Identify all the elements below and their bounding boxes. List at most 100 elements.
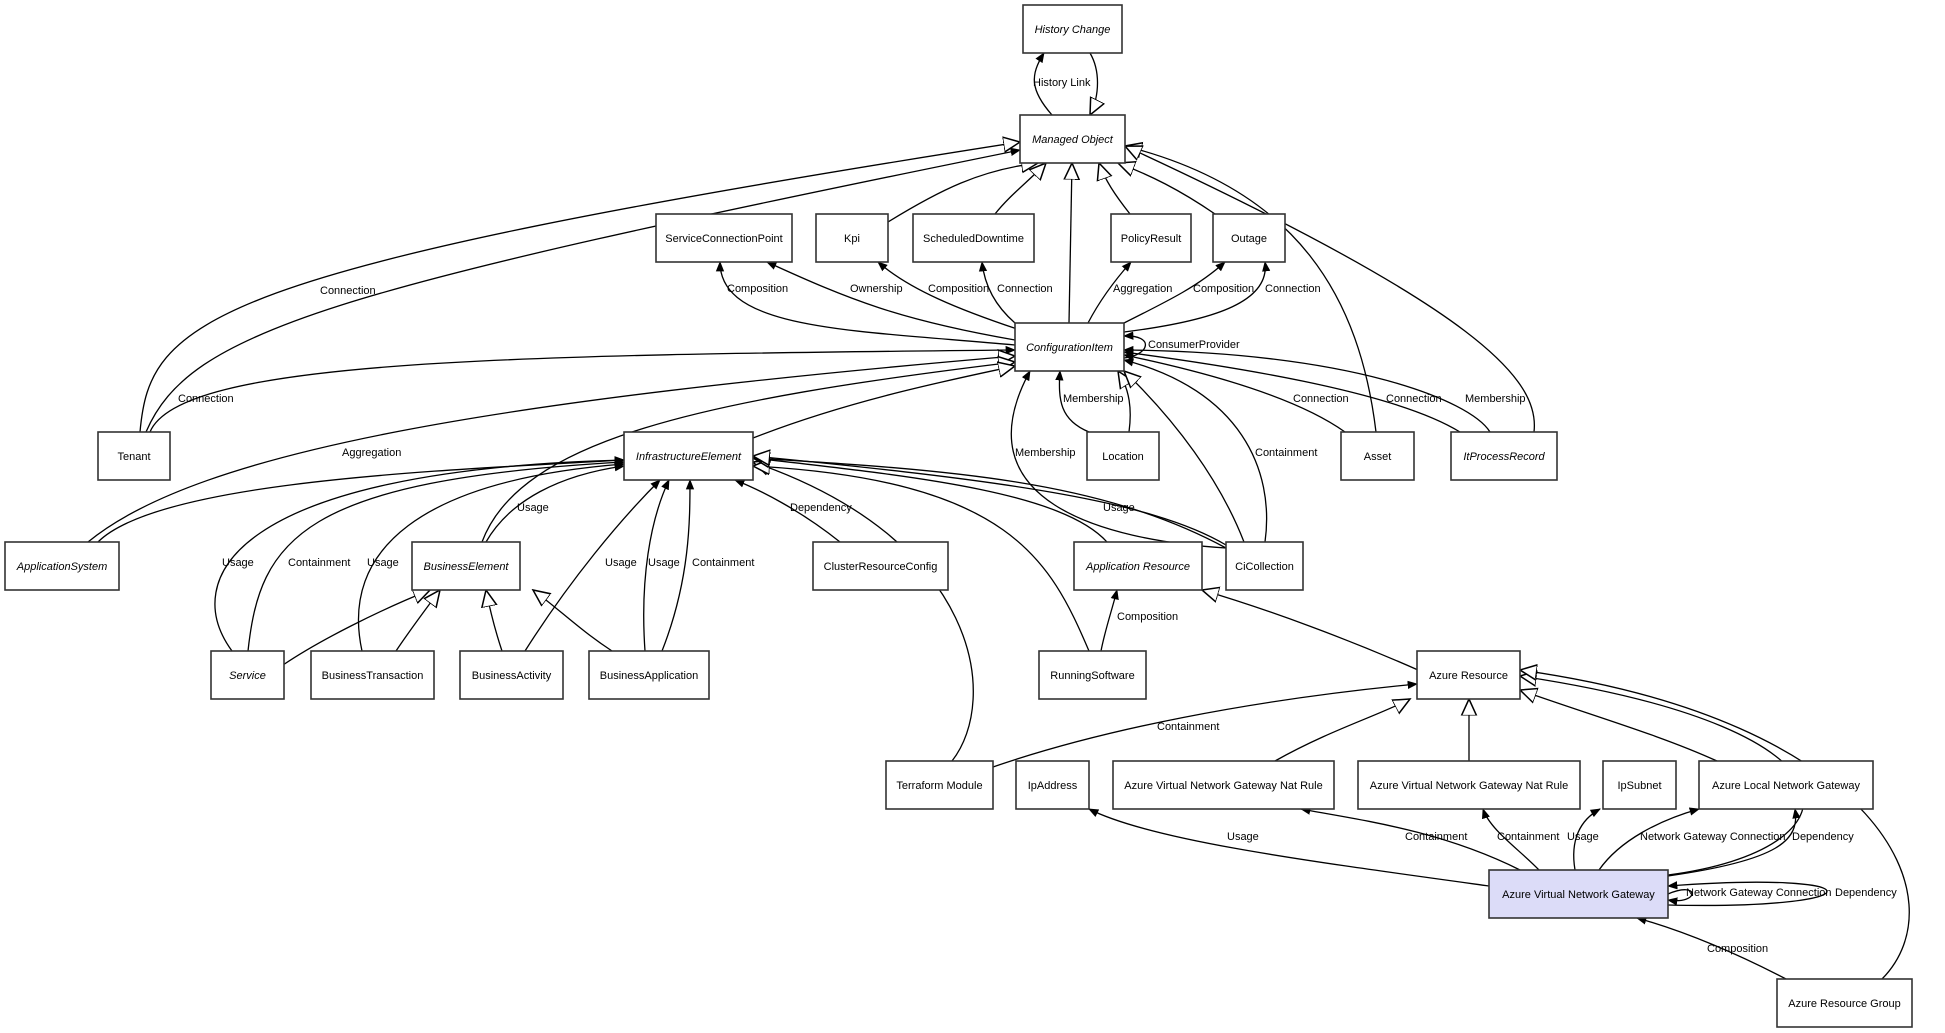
class-box xyxy=(411,541,521,591)
class-node-avng[interactable]: Azure Virtual Network Gateway xyxy=(1488,869,1669,919)
edge-line xyxy=(1099,163,1131,215)
class-node-itpr[interactable]: ItProcessRecord xyxy=(1450,431,1558,481)
edge-line xyxy=(992,680,1419,768)
association-edge xyxy=(992,680,1419,768)
class-node-natrule1[interactable]: Azure Virtual Network Gateway Nat Rule xyxy=(1112,760,1335,810)
association-edge xyxy=(1123,260,1271,333)
class-node-bizapp[interactable]: BusinessApplication xyxy=(588,650,710,700)
edge-line xyxy=(1520,670,1910,980)
inheritance-edge xyxy=(753,462,974,762)
inheritance-edge xyxy=(1274,699,1410,762)
class-node-history-change[interactable]: History Change xyxy=(1022,4,1123,54)
class-box xyxy=(4,541,120,591)
class-node-bizact[interactable]: BusinessActivity xyxy=(459,650,564,700)
class-name: ScheduledDowntime xyxy=(923,233,1024,245)
edge-line xyxy=(1573,808,1601,871)
edge-line xyxy=(1118,371,1130,433)
association-edge xyxy=(524,479,661,652)
class-node-ci[interactable]: ConfigurationItem xyxy=(1014,322,1125,372)
edge-label: Composition xyxy=(727,283,788,295)
inheritance-edge xyxy=(395,590,440,652)
class-box xyxy=(655,213,793,263)
class-node-scp[interactable]: ServiceConnectionPoint xyxy=(655,213,793,263)
class-name: Azure Local Network Gateway xyxy=(1712,780,1860,792)
class-node-natrule2[interactable]: Azure Virtual Network Gateway Nat Rule xyxy=(1357,760,1581,810)
class-node-bizel[interactable]: BusinessElement xyxy=(411,541,521,591)
edge-line xyxy=(715,260,1016,346)
class-node-tenant[interactable]: Tenant xyxy=(97,431,171,481)
class-name: BusinessTransaction xyxy=(322,670,424,682)
edge-line xyxy=(87,356,1015,543)
edge-label: Composition xyxy=(1117,611,1178,623)
edge-line xyxy=(149,345,1017,433)
class-box xyxy=(1776,978,1913,1028)
association-edge xyxy=(97,456,626,543)
edge-label: Connection xyxy=(1386,393,1442,405)
class-node-ipaddr[interactable]: IpAddress xyxy=(1015,760,1090,810)
edge-line xyxy=(1100,588,1119,652)
edge-line xyxy=(486,590,503,652)
class-node-service[interactable]: Service xyxy=(210,650,285,700)
class-node-crc[interactable]: ClusterResourceConfig xyxy=(812,541,949,591)
edge-line xyxy=(1482,808,1540,871)
class-node-appsys[interactable]: ApplicationSystem xyxy=(4,541,120,591)
inheritance-edge xyxy=(1090,52,1098,115)
edge-line xyxy=(877,261,1021,331)
class-node-outage[interactable]: Outage xyxy=(1212,213,1286,263)
edge-label: ConsumerProvider xyxy=(1148,339,1240,351)
class-node-kpi[interactable]: Kpi xyxy=(815,213,889,263)
edge-label: Membership xyxy=(1465,393,1526,405)
class-node-scheduled-downtime[interactable]: ScheduledDowntime xyxy=(912,213,1035,263)
inheritance-edge xyxy=(87,356,1015,543)
edge-line xyxy=(766,261,1016,341)
edge-label: Usage xyxy=(1103,502,1135,514)
class-name: Azure Virtual Network Gateway Nat Rule xyxy=(1124,780,1323,792)
class-node-biztx[interactable]: BusinessTransaction xyxy=(310,650,435,700)
edge-line xyxy=(978,260,1016,324)
association-edge xyxy=(1088,808,1490,887)
class-name: RunningSoftware xyxy=(1050,670,1134,682)
class-box xyxy=(1086,431,1160,481)
class-node-managed-object[interactable]: Managed Object xyxy=(1019,114,1126,164)
class-box xyxy=(812,541,949,591)
class-box xyxy=(1112,760,1335,810)
edge-line xyxy=(1122,358,1268,543)
class-name: Application Resource xyxy=(1085,561,1190,573)
class-box xyxy=(1357,760,1581,810)
class-node-policy-result[interactable]: PolicyResult xyxy=(1110,213,1192,263)
class-box xyxy=(885,760,994,810)
edge-label: Usage xyxy=(605,557,637,569)
class-node-appres[interactable]: Application Resource xyxy=(1073,541,1203,591)
class-node-asset[interactable]: Asset xyxy=(1340,431,1415,481)
edge-line xyxy=(753,466,1090,652)
class-node-terraform[interactable]: Terraform Module xyxy=(885,760,994,810)
edge-label: Connection xyxy=(178,393,234,405)
edge-line xyxy=(1667,807,1801,877)
edge-label: Aggregation xyxy=(1113,283,1172,295)
class-box xyxy=(1488,869,1669,919)
edge-line xyxy=(1122,349,1461,433)
class-box xyxy=(1110,213,1192,263)
class-node-runsw[interactable]: RunningSoftware xyxy=(1038,650,1147,700)
edge-label: History Link xyxy=(1033,77,1091,89)
class-node-location[interactable]: Location xyxy=(1086,431,1160,481)
edge-line xyxy=(145,147,1022,433)
association-edge xyxy=(715,260,1016,346)
edge-line xyxy=(1122,345,1491,433)
class-name: Azure Resource xyxy=(1429,670,1508,682)
class-node-azres[interactable]: Azure Resource xyxy=(1416,650,1521,700)
edge-label: Usage xyxy=(648,557,680,569)
class-node-cicoll[interactable]: CiCollection xyxy=(1225,541,1304,591)
class-box xyxy=(912,213,1035,263)
class-node-arg[interactable]: Azure Resource Group xyxy=(1776,978,1913,1028)
edge-line xyxy=(1069,163,1072,324)
class-box xyxy=(1212,213,1286,263)
class-node-localgw[interactable]: Azure Local Network Gateway xyxy=(1698,760,1874,810)
class-name: ItProcessRecord xyxy=(1463,451,1545,463)
class-name: CiCollection xyxy=(1235,561,1294,573)
inheritance-edge xyxy=(1118,163,1216,215)
class-node-infra[interactable]: InfrastructureElement xyxy=(623,431,754,481)
edge-label: Ownership xyxy=(850,283,903,295)
class-node-ipsubnet[interactable]: IpSubnet xyxy=(1602,760,1677,810)
